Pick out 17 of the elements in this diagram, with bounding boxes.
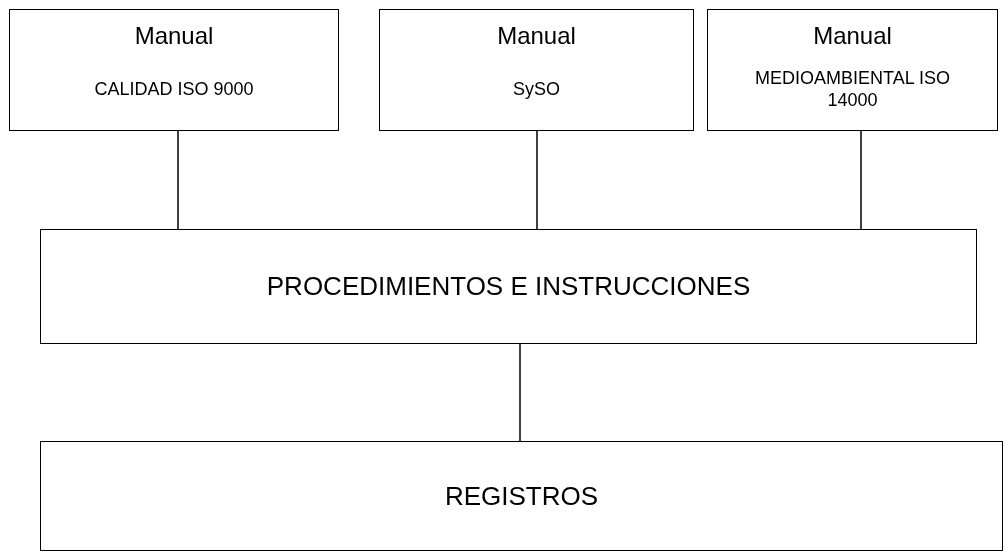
box-title: Manual <box>813 22 892 50</box>
manual-box <box>9 9 339 131</box>
connector-line <box>536 130 538 230</box>
box-title: Manual <box>497 22 576 50</box>
process-box <box>40 441 1003 551</box>
manual-box <box>379 9 694 131</box>
box-subtitle: CALIDAD ISO 9000 <box>94 79 254 101</box>
manual-box <box>707 9 998 131</box>
box-title: Manual <box>134 22 214 50</box>
box-title: PROCEDIMIENTOS E INSTRUCCIONES <box>266 271 751 302</box>
connector-line <box>177 130 179 230</box>
box-subtitle: SySO <box>513 79 560 101</box>
box-subtitle: MEDIOAMBIENTAL ISO 14000 <box>754 68 951 112</box>
process-box <box>40 229 977 344</box>
connector-line <box>860 130 862 230</box>
connector-line <box>519 343 521 442</box>
box-title: REGISTROS <box>444 480 599 512</box>
